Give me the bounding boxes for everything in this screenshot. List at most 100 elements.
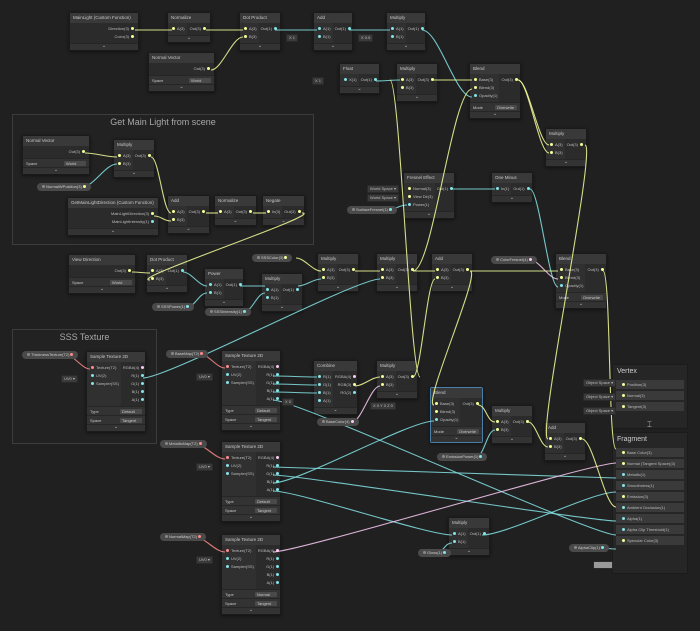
port-dot-icon[interactable] bbox=[131, 27, 134, 31]
input-port[interactable]: B(3) bbox=[399, 84, 414, 92]
input-port[interactable]: View Dir(3) bbox=[406, 193, 433, 201]
port-dot-icon[interactable] bbox=[435, 418, 438, 422]
output-port[interactable]: G(1) bbox=[123, 380, 146, 388]
input-port[interactable]: A(3) bbox=[399, 76, 414, 84]
input-port[interactable]: A(3) bbox=[548, 141, 563, 149]
port-dot-icon[interactable] bbox=[353, 383, 357, 387]
port-dot-icon[interactable] bbox=[435, 402, 438, 406]
control-dropdown[interactable]: World bbox=[64, 160, 86, 166]
inline-field-world2[interactable]: World Space ▾ bbox=[367, 194, 399, 202]
node-getmainlight[interactable]: GetMainLightDirection (Custom Function)M… bbox=[67, 197, 159, 236]
expand-chevron-icon[interactable]: ⌄ bbox=[556, 301, 606, 308]
inline-field-uv4[interactable]: UV0 ▾ bbox=[196, 556, 213, 564]
property-ssscolor[interactable]: SSSColor(3) bbox=[252, 254, 293, 262]
property-metallicmap[interactable]: MetallicMap(T2) bbox=[160, 440, 207, 448]
input-port[interactable]: Sampler(SS) bbox=[224, 379, 254, 387]
input-port[interactable]: B(1) bbox=[264, 294, 279, 302]
output-port[interactable]: RGB(3) bbox=[335, 381, 358, 389]
port-dot-icon[interactable] bbox=[453, 540, 456, 544]
output-port[interactable]: Out(3) bbox=[567, 141, 585, 149]
inline-field-combine_a[interactable]: X 0 bbox=[282, 398, 295, 406]
input-port[interactable]: B(3) bbox=[242, 33, 257, 41]
slot-alpha-clip-threshold-[interactable]: Alpha Clip Threshold(1) bbox=[616, 525, 684, 534]
input-port[interactable]: UV(2) bbox=[89, 372, 119, 380]
port-dot-icon[interactable] bbox=[528, 258, 532, 262]
output-port[interactable]: Out(3) bbox=[398, 266, 416, 274]
input-port[interactable]: B(3) bbox=[149, 275, 164, 283]
control-dropdown[interactable]: Default bbox=[255, 407, 277, 413]
input-port[interactable]: A(3) bbox=[547, 435, 562, 443]
port-dot-icon[interactable] bbox=[297, 210, 301, 214]
input-port[interactable]: B(3) bbox=[170, 216, 185, 224]
output-port[interactable]: B(1) bbox=[258, 387, 281, 395]
input-port[interactable]: UV(2) bbox=[224, 371, 254, 379]
port-dot-icon[interactable] bbox=[151, 269, 154, 273]
output-port[interactable]: Out(3) bbox=[284, 208, 302, 216]
node-mainlight[interactable]: MainLight (Custom Function)Direction(3)C… bbox=[69, 12, 139, 51]
port-dot-icon[interactable] bbox=[276, 389, 280, 393]
inline-field-blend_base[interactable]: X 0 Y 0 Z 0 bbox=[370, 402, 396, 410]
expand-chevron-icon[interactable]: ⌄ bbox=[222, 607, 280, 614]
property-ssspower[interactable]: SSSPower(1) bbox=[152, 303, 195, 311]
port-dot-icon[interactable] bbox=[622, 506, 625, 510]
inline-field-obj2[interactable]: Object Space ▾ bbox=[583, 393, 617, 401]
port-dot-icon[interactable] bbox=[482, 532, 486, 536]
expand-chevron-icon[interactable]: ⌄ bbox=[222, 514, 280, 521]
expand-chevron-icon[interactable]: ⌄ bbox=[70, 43, 138, 50]
port-dot-icon[interactable] bbox=[226, 557, 229, 561]
slot-position-[interactable]: Position(3) bbox=[616, 380, 684, 389]
output-port[interactable]: RGBA(4) bbox=[258, 547, 281, 555]
port-dot-icon[interactable] bbox=[118, 154, 121, 158]
port-dot-icon[interactable] bbox=[601, 546, 605, 550]
property-alphaclip[interactable]: AlphaClip(1) bbox=[569, 544, 610, 552]
port-dot-icon[interactable] bbox=[200, 352, 204, 356]
expand-chevron-icon[interactable]: ⌄ bbox=[205, 299, 243, 306]
port-dot-icon[interactable] bbox=[318, 391, 321, 395]
expand-chevron-icon[interactable]: ⌄ bbox=[546, 159, 586, 166]
port-dot-icon[interactable] bbox=[226, 373, 229, 377]
output-port[interactable]: MainLightDirection(3) bbox=[111, 210, 156, 218]
output-port[interactable]: Out(1) bbox=[335, 25, 353, 33]
output-port[interactable]: Out(3) bbox=[418, 76, 436, 84]
port-dot-icon[interactable] bbox=[436, 276, 439, 280]
input-port[interactable]: Opacity(1) bbox=[472, 92, 497, 100]
port-dot-icon[interactable] bbox=[436, 268, 439, 272]
port-dot-icon[interactable] bbox=[151, 212, 154, 216]
port-dot-icon[interactable] bbox=[496, 428, 499, 432]
port-dot-icon[interactable] bbox=[276, 373, 280, 377]
port-dot-icon[interactable] bbox=[408, 187, 411, 191]
output-port[interactable]: G(1) bbox=[258, 563, 281, 571]
control-dropdown[interactable]: Default bbox=[120, 408, 142, 414]
port-dot-icon[interactable] bbox=[141, 366, 145, 370]
port-dot-icon[interactable] bbox=[202, 210, 205, 214]
port-dot-icon[interactable] bbox=[276, 464, 280, 468]
port-dot-icon[interactable] bbox=[474, 78, 477, 82]
port-dot-icon[interactable] bbox=[322, 276, 325, 280]
input-port[interactable]: A(3) bbox=[170, 208, 185, 216]
input-port[interactable]: Texture(T2) bbox=[224, 547, 254, 555]
expand-chevron-icon[interactable]: ⌄ bbox=[114, 170, 154, 177]
port-dot-icon[interactable] bbox=[219, 210, 222, 214]
inline-field-obj3[interactable]: Object Space ▾ bbox=[583, 407, 617, 415]
port-dot-icon[interactable] bbox=[465, 268, 469, 272]
port-dot-icon[interactable] bbox=[443, 551, 447, 555]
output-port[interactable]: RGBA(4) bbox=[335, 373, 358, 381]
inline-field-obj1[interactable]: Object Space ▾ bbox=[583, 379, 617, 387]
port-dot-icon[interactable] bbox=[82, 150, 85, 154]
port-dot-icon[interactable] bbox=[70, 353, 74, 357]
inline-field-uv3[interactable]: UV0 ▾ bbox=[196, 463, 213, 471]
expand-chevron-icon[interactable]: ⌄ bbox=[492, 195, 532, 202]
port-dot-icon[interactable] bbox=[128, 269, 131, 273]
port-dot-icon[interactable] bbox=[186, 305, 190, 309]
port-dot-icon[interactable] bbox=[318, 383, 321, 387]
port-dot-icon[interactable] bbox=[408, 195, 411, 199]
port-dot-icon[interactable] bbox=[401, 86, 404, 90]
